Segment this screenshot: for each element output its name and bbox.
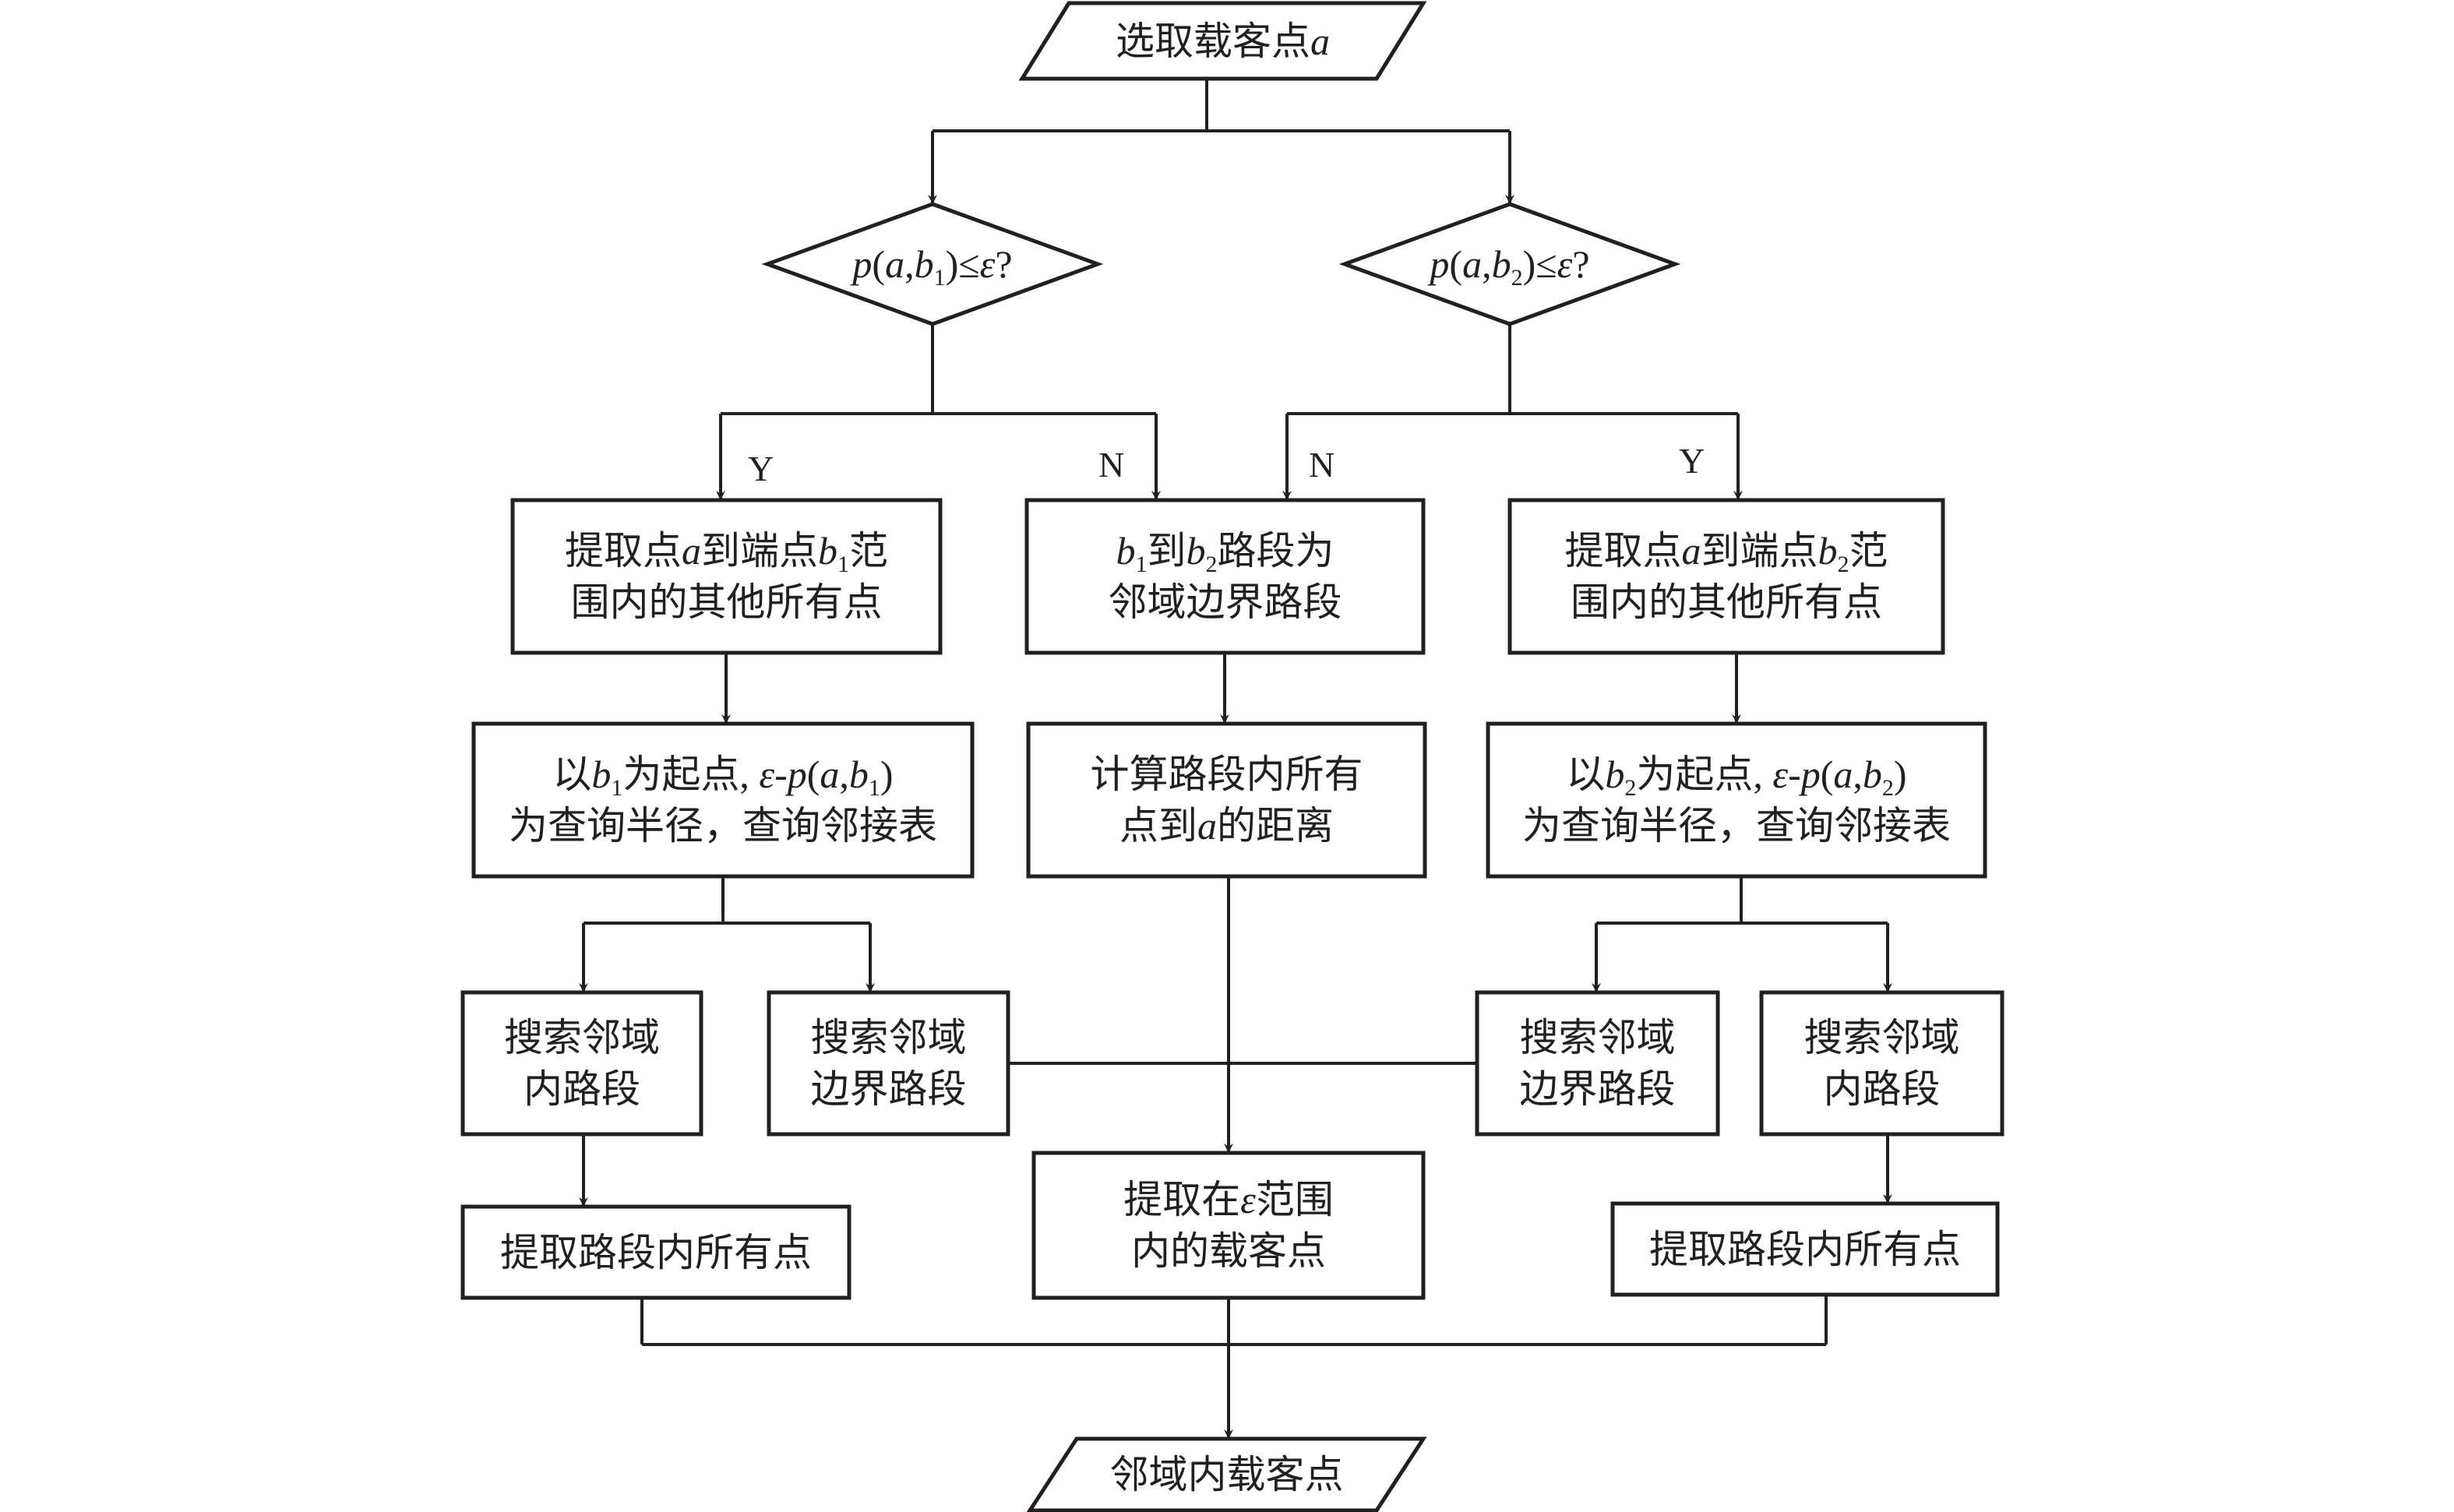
label-line: 选取载客点a xyxy=(1116,19,1330,63)
label-line: 搜索邻域 xyxy=(810,1016,967,1059)
end-parallelogram xyxy=(1026,1436,1427,1512)
query-b2-rect xyxy=(1486,721,1987,879)
search-boundary-right-label: 搜索邻域边界路段 xyxy=(1477,992,1718,1134)
decision-b2-label: p(a,b2)≤ε? xyxy=(1345,204,1675,324)
label-line: 搜索邻域 xyxy=(504,1016,660,1059)
compute-distance-rect xyxy=(1026,721,1427,879)
label-line: 邻域边界路段 xyxy=(1108,580,1342,624)
extract-segment-left-rect xyxy=(460,1204,851,1300)
edge-label-b2-no: N xyxy=(1309,445,1335,485)
label-line: 内路段 xyxy=(1823,1067,1941,1111)
decision-b1-label: p(a,b1)≤ε? xyxy=(767,204,1098,324)
edge-label-b1-no: N xyxy=(1098,445,1125,485)
query-b2-label: 以b2为起点, ε-p(a,b2)为查询半径，查询邻接表 xyxy=(1488,724,1985,876)
label-line: 计算路段内所有 xyxy=(1090,752,1363,796)
extract-b2-points-rect xyxy=(1507,498,1945,655)
compute-distance-label: 计算路段内所有点到a的距离 xyxy=(1028,724,1425,876)
search-inner-left-rect xyxy=(460,990,703,1137)
search-inner-right-rect xyxy=(1759,990,2004,1137)
label-line: 提取点a到端点b2范 xyxy=(1564,529,1888,577)
label-line: p(a,b1)≤ε? xyxy=(852,242,1013,291)
start-label: 选取载客点a xyxy=(1022,3,1423,79)
edge-label-b2-yes: Y xyxy=(1679,441,1705,481)
label-line: 围内的其他所有点 xyxy=(1571,580,1882,624)
start-parallelogram xyxy=(1018,1,1427,81)
label-line: 提取在ε范围 xyxy=(1123,1178,1334,1221)
extract-in-range-label: 提取在ε范围内的载客点 xyxy=(1034,1153,1423,1298)
label-line: 边界路段 xyxy=(1519,1067,1676,1111)
extract-b1-points-rect xyxy=(510,498,943,655)
label-line: 为查询半径，查询邻接表 xyxy=(509,804,937,848)
label-line: 提取点a到端点b1范 xyxy=(565,529,888,577)
label-line: 提取路段内所有点 xyxy=(500,1230,812,1274)
label-line: 边界路段 xyxy=(810,1067,967,1111)
label-line: 内的载客点 xyxy=(1131,1229,1326,1273)
label-line: 围内的其他所有点 xyxy=(570,580,883,624)
label-line: 为查询半径，查询邻接表 xyxy=(1522,804,1951,848)
query-b1-rect xyxy=(471,721,975,879)
extract-segment-right-rect xyxy=(1610,1201,2000,1297)
search-inner-left-label: 搜索邻域内路段 xyxy=(463,992,701,1134)
label-line: 邻域内载客点 xyxy=(1109,1453,1344,1496)
extract-segment-left-label: 提取路段内所有点 xyxy=(463,1207,849,1298)
search-inner-right-label: 搜索邻域内路段 xyxy=(1761,992,2002,1134)
label-line: 点到a的距离 xyxy=(1119,804,1334,848)
extract-segment-right-label: 提取路段内所有点 xyxy=(1613,1204,1997,1295)
search-boundary-left-label: 搜索邻域边界路段 xyxy=(769,992,1008,1134)
label-line: 搜索邻域 xyxy=(1519,1016,1676,1059)
query-b1-label: 以b1为起点, ε-p(a,b1)为查询半径，查询邻接表 xyxy=(474,724,972,876)
extract-in-range-rect xyxy=(1031,1151,1426,1300)
label-line: 内路段 xyxy=(524,1067,640,1111)
search-boundary-left-rect xyxy=(767,990,1010,1137)
label-line: 以b1为起点, ε-p(a,b1) xyxy=(552,752,894,801)
label-line: 提取路段内所有点 xyxy=(1649,1227,1961,1271)
search-boundary-right-rect xyxy=(1475,990,1720,1137)
extract-b1-points-label: 提取点a到端点b1范围内的其他所有点 xyxy=(513,500,940,653)
label-line: 以b2为起点, ε-p(a,b2) xyxy=(1566,752,1907,801)
label-line: p(a,b2)≤ε? xyxy=(1430,242,1590,291)
boundary-segment-label: b1到b2路段为邻域边界路段 xyxy=(1027,500,1423,653)
label-line: b1到b2路段为 xyxy=(1116,529,1335,577)
extract-b2-points-label: 提取点a到端点b2范围内的其他所有点 xyxy=(1510,500,1943,653)
edge-label-b1-yes: Y xyxy=(748,449,774,488)
label-line: 搜索邻域 xyxy=(1803,1016,1960,1059)
end-label: 邻域内载客点 xyxy=(1030,1439,1423,1510)
